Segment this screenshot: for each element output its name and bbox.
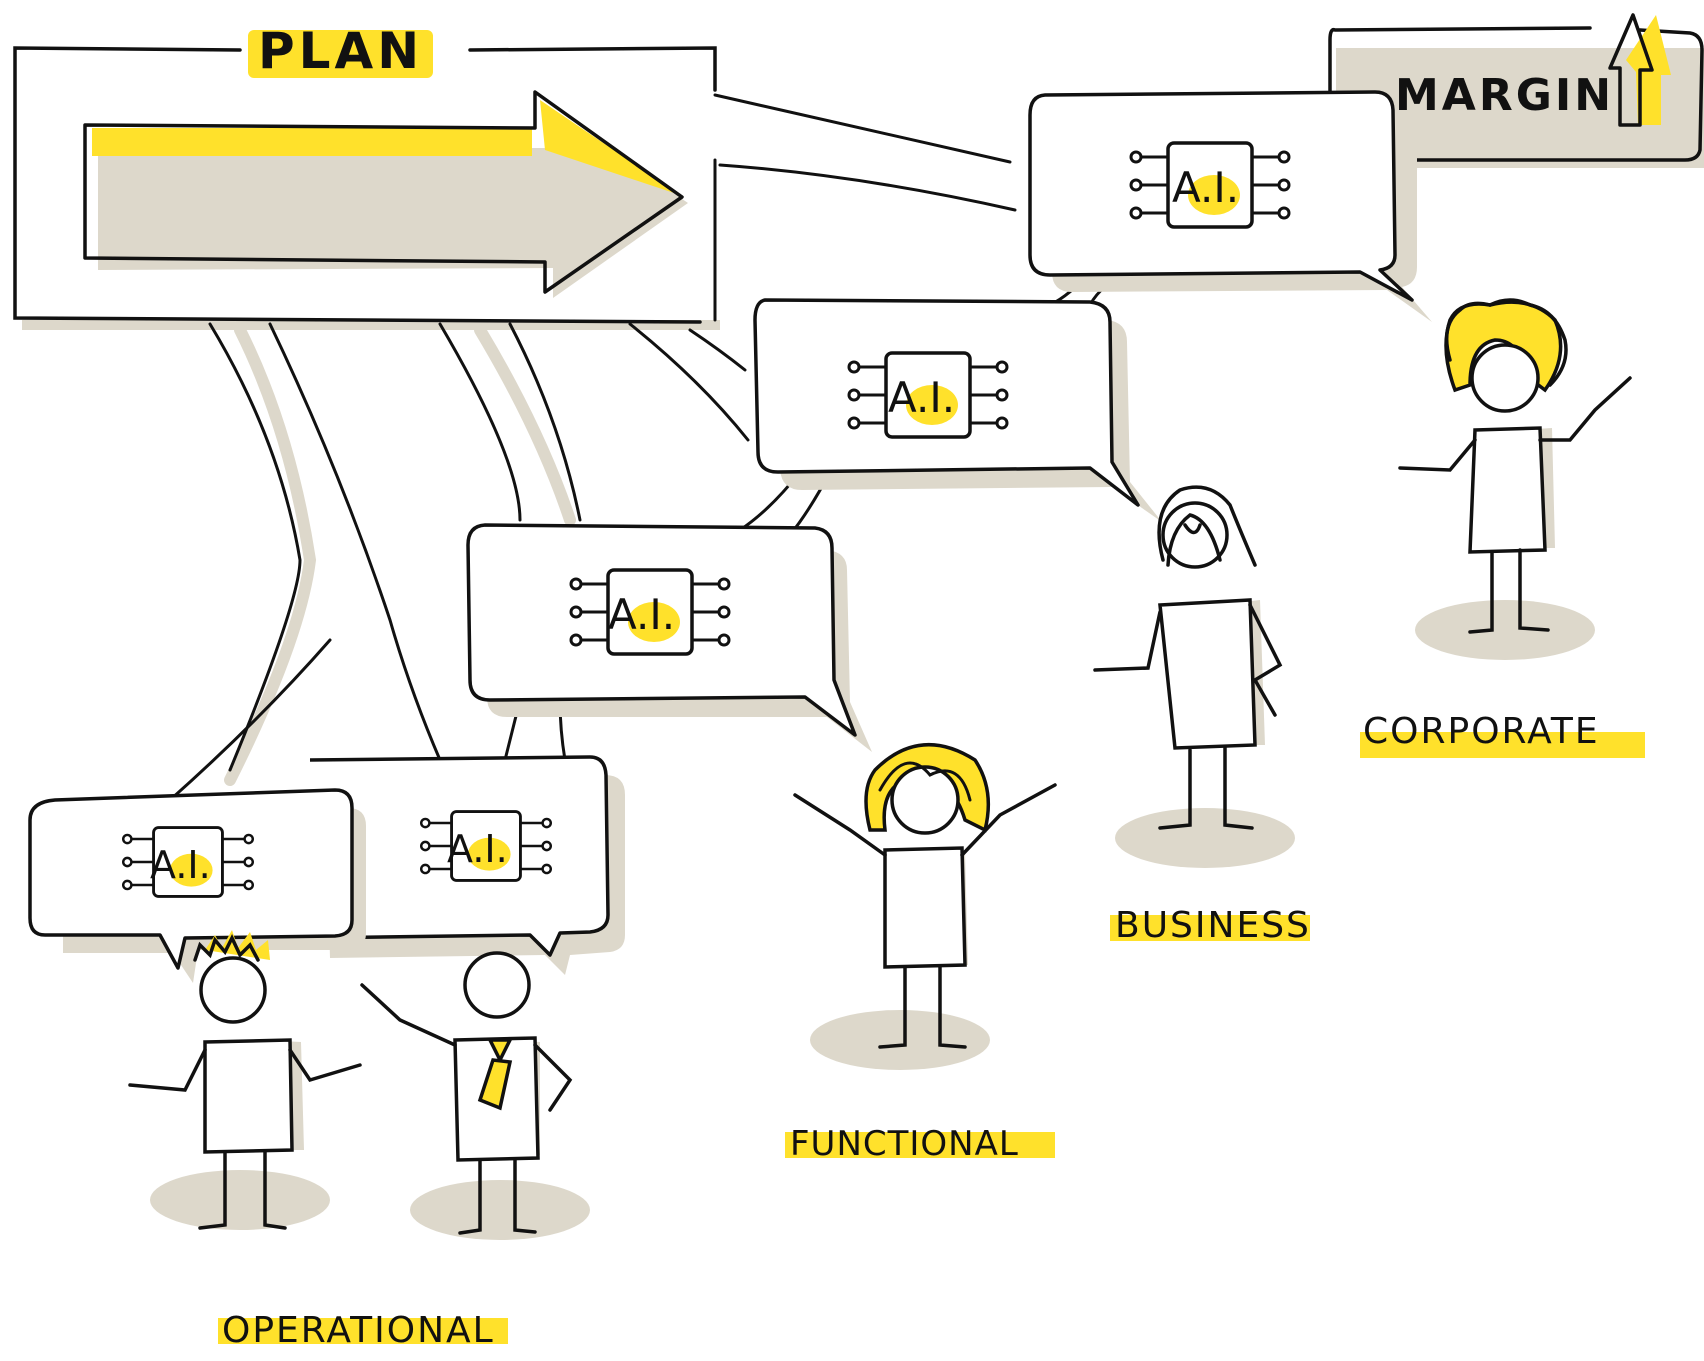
ai-chip-label: A.I. <box>1172 163 1239 212</box>
stick-figure-operational-1 <box>128 930 362 1230</box>
level-labels: OPERATIONAL FUNCTIONAL BUSINESS CORPORAT… <box>218 711 1645 1351</box>
ai-bubble-corporate: A.I. <box>1028 90 1432 322</box>
stick-figure-functional <box>793 742 1057 1070</box>
plan-section: PLAN <box>13 22 720 330</box>
level-label-operational: OPERATIONAL <box>222 1310 495 1351</box>
plan-title: PLAN <box>258 22 423 80</box>
ai-bubble-functional: A.I. <box>466 523 872 752</box>
level-label-functional: FUNCTIONAL <box>790 1124 1019 1164</box>
plan-arrow-icon <box>83 90 688 298</box>
ai-chip-label: A.I. <box>447 827 508 871</box>
margin-box: MARGIN <box>1328 13 1704 168</box>
ai-bubble-operational-right: A.I. <box>303 755 625 975</box>
up-arrow-icon <box>1608 13 1671 127</box>
ai-chip-label: A.I. <box>150 843 211 887</box>
ai-bubble-business: A.I. <box>753 298 1162 522</box>
ai-chip-label: A.I. <box>608 590 675 639</box>
margin-label: MARGIN <box>1395 70 1614 121</box>
level-label-corporate: CORPORATE <box>1363 711 1600 752</box>
stick-figure-corporate <box>1398 298 1632 660</box>
stick-figure-business <box>1093 485 1295 868</box>
plan-frame <box>13 46 717 324</box>
ai-bubble-operational-left: A.I. <box>28 788 366 983</box>
ai-chip-label: A.I. <box>888 373 955 422</box>
stick-figure-operational-2 <box>360 951 590 1240</box>
level-label-business: BUSINESS <box>1115 905 1311 946</box>
connector-roads <box>168 93 1702 802</box>
